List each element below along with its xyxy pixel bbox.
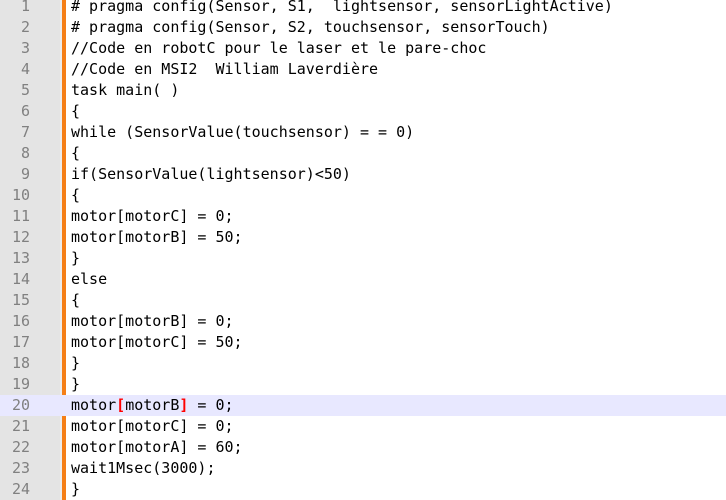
line-number: 20: [11, 396, 30, 414]
line-number: 11: [11, 207, 30, 225]
code-line-1[interactable]: 1 # pragma config(Sensor, S1, lightsensor…: [0, 0, 726, 17]
change-history-bar: [62, 0, 66, 500]
code-line-17[interactable]: 17 motor[motorC] = 50;: [0, 332, 726, 353]
code-line-18[interactable]: 18}: [0, 353, 726, 374]
line-text: motor[motorC] = 50;: [71, 333, 243, 351]
line-text: motor[motorB] = 0;: [71, 395, 234, 416]
line-text: {: [71, 102, 81, 120]
code-line-20-current[interactable]: 20 motor[motorB] = 0;: [0, 395, 726, 416]
line-number: 14: [11, 270, 30, 288]
line-text: }: [71, 480, 81, 498]
code-line-24[interactable]: 24}: [0, 479, 726, 500]
line-number-gutter: [0, 0, 60, 500]
line-number: 1: [20, 0, 30, 15]
line-number: 10: [11, 186, 30, 204]
brace-match-close: ]: [179, 396, 189, 414]
line-number: 13: [11, 249, 30, 267]
line-text: {: [71, 291, 81, 309]
line-text: }: [71, 354, 81, 372]
line-text: }: [71, 375, 81, 393]
code-line-7[interactable]: 7 while (SensorValue(touchsensor) = = 0): [0, 122, 726, 143]
line-text: {: [71, 144, 81, 162]
fold-margin: [60, 0, 62, 500]
line-number: 24: [11, 480, 30, 498]
line-number: 4: [20, 60, 30, 78]
code-line-3[interactable]: 3 //Code en robotC pour le laser et le pa…: [0, 38, 726, 59]
code-line-14[interactable]: 14 else: [0, 269, 726, 290]
token-assignment: = 0;: [188, 396, 234, 414]
token-motorB: motorB: [125, 396, 180, 414]
code-line-5[interactable]: 5 task main( ): [0, 80, 726, 101]
code-line-16[interactable]: 16 motor[motorB] = 0;: [0, 311, 726, 332]
line-number: 22: [11, 438, 30, 456]
line-text: //Code en MSI2 William Laverdière: [71, 60, 379, 78]
line-text: motor[motorA] = 60;: [71, 438, 243, 456]
code-line-4[interactable]: 4 //Code en MSI2 William Laverdière: [0, 59, 726, 80]
code-line-22[interactable]: 22 motor[motorA] = 60;: [0, 437, 726, 458]
line-text: else: [71, 270, 108, 288]
token-motor: motor: [71, 396, 117, 414]
line-text: //Code en robotC pour le laser et le par…: [71, 39, 487, 57]
line-number: 17: [11, 333, 30, 351]
line-number: 21: [11, 417, 30, 435]
line-number: 16: [11, 312, 30, 330]
line-number: 2: [20, 18, 30, 36]
line-number: 23: [11, 459, 30, 477]
line-number: 15: [11, 291, 30, 309]
line-number: 18: [11, 354, 30, 372]
line-text: motor[motorB] = 50;: [71, 228, 243, 246]
code-line-19[interactable]: 19}: [0, 374, 726, 395]
line-text: motor[motorC] = 0;: [71, 417, 234, 435]
line-text: # pragma config(Sensor, S2, touchsensor,…: [71, 18, 550, 36]
code-line-8[interactable]: 8{: [0, 143, 726, 164]
line-number: 12: [11, 228, 30, 246]
code-line-13[interactable]: 13}: [0, 248, 726, 269]
code-line-21[interactable]: 21 motor[motorC] = 0;: [0, 416, 726, 437]
code-line-6[interactable]: 6{: [0, 101, 726, 122]
code-line-10[interactable]: 10 {: [0, 185, 726, 206]
line-number: 9: [20, 165, 30, 183]
line-number: 5: [20, 81, 30, 99]
line-number: 19: [11, 375, 30, 393]
code-line-11[interactable]: 11 motor[motorC] = 0;: [0, 206, 726, 227]
code-line-15[interactable]: 15 {: [0, 290, 726, 311]
line-text: wait1Msec(3000);: [71, 459, 216, 477]
line-text: motor[motorC] = 0;: [71, 207, 234, 225]
line-text: {: [71, 186, 81, 204]
line-text: }: [71, 249, 81, 267]
line-text: task main( ): [71, 81, 180, 99]
brace-match-open: [: [116, 396, 126, 414]
code-line-23[interactable]: 23 wait1Msec(3000);: [0, 458, 726, 479]
line-text: # pragma config(Sensor, S1, lightsensor,…: [71, 0, 613, 15]
line-number: 8: [20, 144, 30, 162]
code-line-12[interactable]: 12 motor[motorB] = 50;: [0, 227, 726, 248]
code-line-9[interactable]: 9 if(SensorValue(lightsensor)<50): [0, 164, 726, 185]
code-line-2[interactable]: 2 # pragma config(Sensor, S2, touchsensor…: [0, 17, 726, 38]
line-text: motor[motorB] = 0;: [71, 312, 234, 330]
line-text: while (SensorValue(touchsensor) = = 0): [71, 123, 415, 141]
line-text: if(SensorValue(lightsensor)<50): [71, 165, 351, 183]
line-number: 7: [20, 123, 30, 141]
line-number: 6: [20, 102, 30, 120]
line-number: 3: [20, 39, 30, 57]
